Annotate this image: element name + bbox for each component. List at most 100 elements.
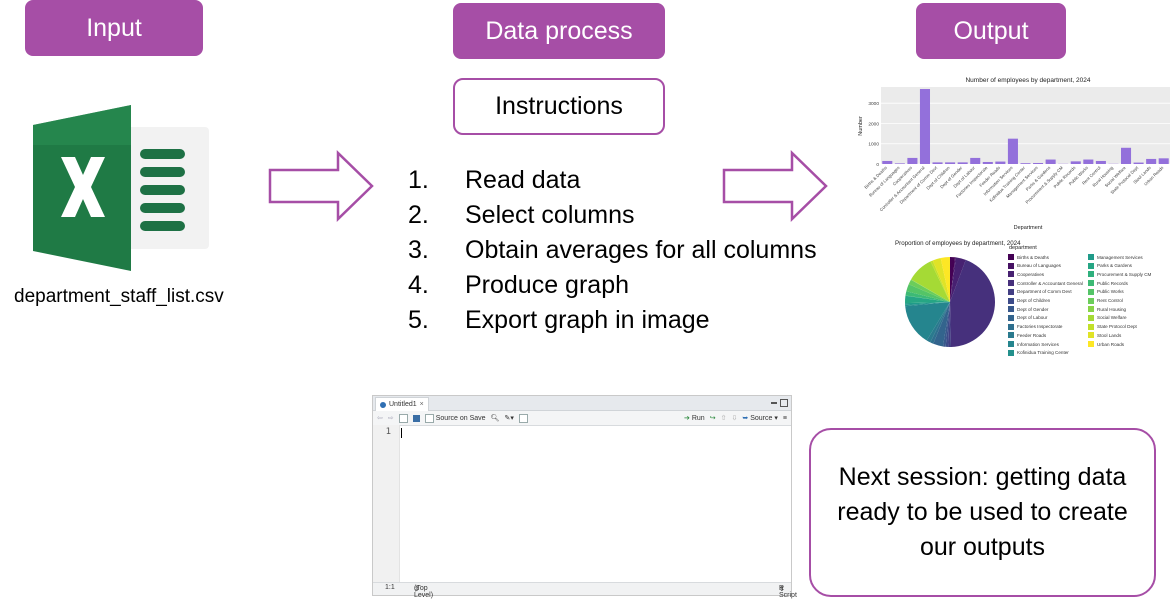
run-button[interactable]: ➔ Run: [684, 414, 705, 423]
legend-label: Kofinidua Training Center: [1017, 350, 1069, 356]
output-header-label: Output: [953, 16, 1029, 45]
legend-swatch: [1008, 341, 1014, 347]
legend-item: Parks & Gardens: [1088, 262, 1132, 269]
line-number: 1: [385, 427, 391, 437]
legend-item: Births & Deaths: [1008, 254, 1049, 260]
legend-label: Controller & Accountant General: [1017, 280, 1083, 286]
pie-slice: [926, 302, 950, 343]
text-cursor: [401, 428, 402, 438]
legend-swatch: [1088, 314, 1094, 321]
legend-item: Cooperatives: [1008, 271, 1044, 278]
pie-slice: [950, 257, 957, 302]
legend-swatch: [1088, 323, 1094, 330]
pie-chart: Proportion of employees by department, 2…: [895, 240, 1037, 347]
y-tick-label: 3000: [868, 101, 879, 107]
legend-item: Social Welfare: [1088, 314, 1127, 321]
close-icon[interactable]: ×: [419, 401, 424, 408]
bar: [1020, 163, 1031, 164]
up-arrow-icon[interactable]: ⇧: [720, 415, 727, 422]
legend-swatch: [1088, 254, 1094, 260]
legend-swatch: [1008, 254, 1014, 260]
legend-label: Information Services: [1017, 341, 1059, 347]
editor-tab-label: Untitled1: [389, 401, 417, 408]
legend-item: Feeder Roads: [1008, 332, 1046, 339]
legend-label: Department of Comm Devt: [1017, 289, 1072, 295]
legend-swatch: [1008, 332, 1014, 339]
show-in-window-icon[interactable]: [398, 413, 408, 423]
output-header: Output: [916, 3, 1066, 59]
legend-swatch: [1088, 288, 1094, 295]
pie-slice: [910, 279, 950, 302]
magic-wand-icon[interactable]: ✎▾: [504, 415, 514, 422]
pie-slice: [932, 257, 950, 302]
legend-item: Rural Housing: [1088, 306, 1126, 313]
updown-icon: ⇕: [779, 586, 785, 593]
legend-label: Public Works: [1097, 289, 1124, 295]
code-area[interactable]: 1: [373, 425, 791, 583]
legend-swatch: [1088, 262, 1094, 269]
outline-icon[interactable]: ≡: [782, 414, 787, 422]
legend-label: State Protocol Dept: [1097, 324, 1137, 330]
legend-label: Factories Inspectorate: [1017, 324, 1063, 330]
legend-item: Department of Comm Devt: [1008, 288, 1072, 295]
editor-tab[interactable]: Untitled1 ×: [375, 397, 429, 411]
legend-item: Stool Lands: [1088, 332, 1121, 339]
down-arrow-icon[interactable]: ⇩: [731, 415, 738, 422]
next-session-box: Next session: getting data ready to be u…: [809, 428, 1156, 597]
legend-item: Rent Control: [1088, 297, 1123, 304]
script-editor: Untitled1 × ⇦ ⇨ Source on Save 🔍︎ ✎▾ ➔ R…: [372, 395, 797, 599]
bar: [882, 160, 893, 164]
maximize-icon[interactable]: [780, 399, 788, 407]
y-tick-label: 2000: [868, 121, 879, 127]
legend-swatch: [1088, 341, 1094, 347]
save-icon[interactable]: [412, 414, 420, 422]
legend-item: Urban Roads: [1088, 341, 1124, 347]
bar: [970, 157, 981, 164]
pie-chart-title: Proportion of employees by department, 2…: [895, 240, 1021, 247]
pie-slice: [930, 260, 950, 302]
search-icon[interactable]: 🔍︎: [490, 415, 500, 422]
step-item: 2.Select columns: [408, 201, 635, 229]
bar: [1095, 160, 1106, 164]
source-on-save-label: Source on Save: [435, 414, 486, 422]
back-arrow-icon[interactable]: ⇦: [377, 415, 383, 422]
legend-swatch: [1008, 262, 1014, 269]
excel-icon: [33, 105, 209, 271]
pie-slice: [942, 302, 950, 347]
checkbox-icon[interactable]: [424, 413, 434, 423]
legend-swatch: [1008, 314, 1014, 321]
bar-chart-ylabel: Number: [858, 116, 864, 136]
legend-item: Information Services: [1008, 341, 1059, 347]
compile-report-icon[interactable]: [518, 413, 528, 423]
bar: [1045, 159, 1056, 164]
pie-slice: [933, 302, 950, 347]
pie-slice: [905, 291, 950, 302]
step-item: 1.Read data: [408, 166, 581, 194]
pie-slice: [950, 259, 995, 347]
bar: [1007, 138, 1018, 164]
minimize-icon[interactable]: [771, 402, 777, 404]
legend-swatch: [1088, 280, 1094, 287]
bar: [995, 161, 1006, 164]
y-tick-label: 0: [876, 162, 879, 168]
legend-label: Urban Roads: [1097, 341, 1125, 347]
bar: [932, 162, 943, 164]
bar: [1146, 158, 1157, 164]
rerun-icon[interactable]: ↪: [709, 415, 716, 422]
source-button[interactable]: ➥ Source ▾: [742, 414, 778, 423]
script-file-icon: [380, 401, 386, 408]
bar-chart: Number of employees by department, 2024 …: [858, 77, 1170, 231]
pie-slice: [940, 257, 950, 302]
pie-slice: [911, 261, 950, 302]
forward-arrow-icon[interactable]: ⇨: [387, 415, 394, 422]
legend-item: Public Records: [1088, 280, 1128, 287]
legend-item: Dept of Children: [1008, 297, 1050, 304]
input-header-label: Input: [86, 13, 142, 42]
pie-slice: [905, 302, 950, 341]
legend-swatch: [1008, 349, 1014, 356]
instruction-steps: 1.Read data 2.Select columns 3.Obtain av…: [408, 163, 817, 338]
pie-slice: [950, 257, 966, 302]
source-on-save-toggle[interactable]: Source on Save: [424, 413, 486, 423]
pie-slice: [950, 257, 956, 302]
chevron-down-icon: ▾: [774, 415, 778, 422]
